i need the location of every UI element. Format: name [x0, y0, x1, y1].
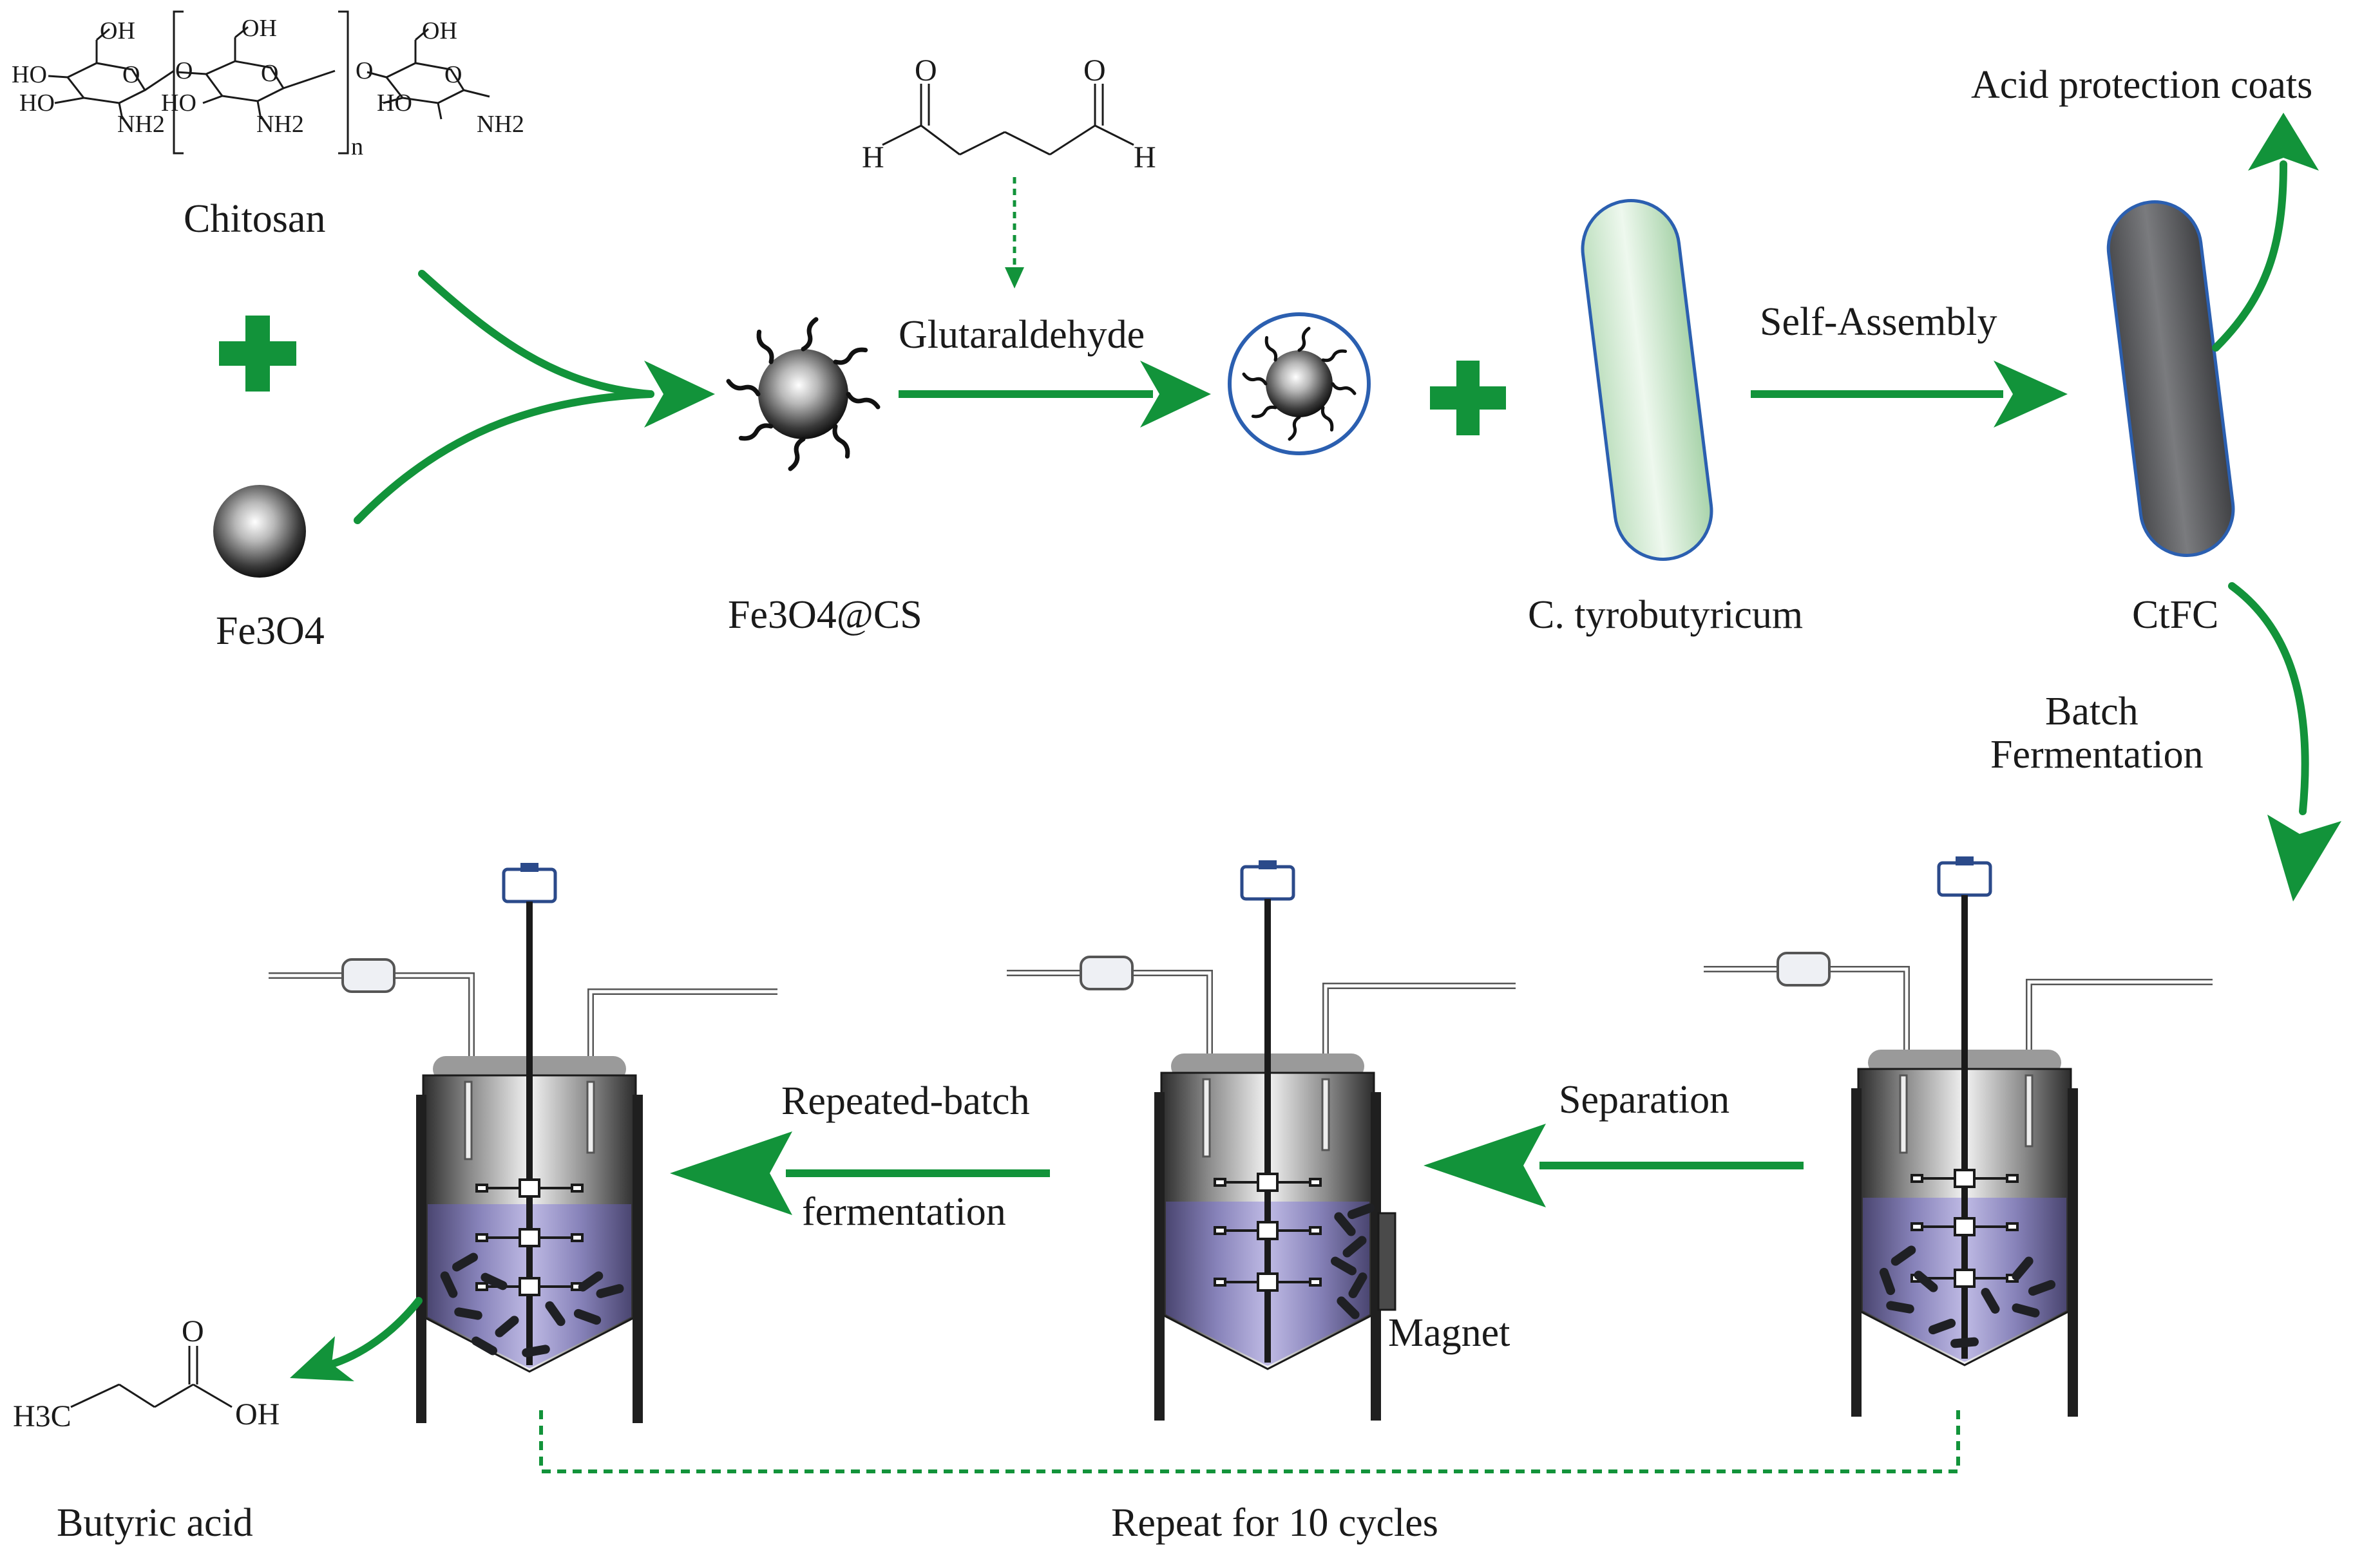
chitosan-nh2-3: NH2 [477, 111, 524, 138]
butyric-acid-label: Butyric acid [57, 1501, 253, 1545]
bioreactor-right-icon [1704, 856, 2213, 1417]
chitosan-atom-labels: OH HO HO O NH2 O OH O HO NH2 n O OH O HO… [12, 15, 524, 160]
merge-arrows [354, 270, 654, 524]
chitosan-oh-3: OH [422, 17, 457, 44]
separation-label: Separation [1559, 1078, 1729, 1122]
magnet-icon [1377, 1212, 1396, 1311]
batch-label-line1: Batch [2045, 690, 2139, 733]
plus-icon [219, 316, 296, 392]
glut-o-right: O [1083, 53, 1106, 88]
fe3o4-cs-particle-icon [729, 319, 878, 469]
merge-arrow-head-icon [644, 361, 715, 428]
coated-cell-icon [2106, 200, 2235, 557]
chitosan-o-link-2: O [356, 57, 373, 84]
fe3o4-label: Fe3O4 [216, 609, 325, 653]
acid-protection-label: Acid protection coats [1971, 63, 2312, 107]
chitosan-o-2: O [261, 60, 278, 87]
chitosan-ho-1: HO [12, 61, 47, 88]
chitosan-o-1: O [122, 61, 140, 88]
chitosan-oh-2: OH [242, 15, 277, 42]
glutaraldehyde-structure [882, 84, 1134, 156]
chitosan-structure [48, 10, 490, 155]
chitosan-ho-3: HO [161, 90, 196, 117]
butyric-o: O [182, 1314, 204, 1348]
butyric-outlet-arrow [325, 1297, 423, 1369]
glut-h-left: H [862, 140, 884, 175]
bioreactor-left-icon [269, 863, 777, 1423]
repeated-batch-label-line2: fermentation [802, 1190, 1006, 1234]
glut-dotted-arrow-head-icon [1005, 267, 1024, 288]
repeated-batch-arrow-head-icon [670, 1131, 792, 1215]
butyric-acid-structure [70, 1346, 233, 1408]
repeated-batch-label-line1: Repeated-batch [781, 1079, 1030, 1123]
plus-icon-2 [1430, 361, 1506, 435]
acid-protection-arrow-head-icon [2248, 113, 2319, 171]
butyric-h3c: H3C [13, 1399, 71, 1433]
fe3o4-cs-label: Fe3O4@CS [728, 593, 922, 637]
batch-fermentation-arrow [2228, 582, 2309, 815]
chitosan-o-3: O [444, 61, 462, 88]
fe3o4-nanoparticle-icon [213, 485, 306, 578]
chitosan-nh2-1: NH2 [117, 111, 165, 138]
self-assembly-arrow-head-icon [1994, 361, 2068, 428]
repeat-cycle-loop [539, 1410, 1960, 1473]
bacterium-icon [1581, 199, 1713, 561]
acid-protection-arrow [2212, 160, 2287, 352]
chitosan-ho-2: HO [19, 90, 55, 117]
glut-h-right: H [1134, 140, 1156, 175]
butyric-outlet-arrow-head-icon [290, 1336, 354, 1381]
chitosan-oh-1: OH [100, 17, 135, 44]
butyric-oh: OH [235, 1397, 280, 1431]
bioreactor-middle-icon [1007, 860, 1516, 1421]
batch-fermentation-arrow-head-icon [2267, 815, 2341, 902]
crosslinked-particle-icon [1228, 312, 1371, 455]
glut-o-left: O [915, 53, 937, 88]
separation-arrow-head-icon [1424, 1124, 1546, 1207]
fermentation-label-line2: Fermentation [1990, 733, 2204, 777]
magnet-label: Magnet [1388, 1311, 1510, 1355]
glutaraldehyde-label: Glutaraldehyde [899, 313, 1145, 357]
chitosan-o-link-1: O [175, 57, 193, 84]
c-tyrobutyricum-label: C. tyrobutyricum [1528, 593, 1803, 637]
repeat-cycles-label: Repeat for 10 cycles [1111, 1501, 1438, 1545]
chitosan-n: n [351, 133, 363, 160]
chitosan-ho-4: HO [377, 90, 412, 117]
self-assembly-label: Self-Assembly [1760, 300, 1997, 344]
chitosan-nh2-2: NH2 [256, 111, 304, 138]
chitosan-label: Chitosan [184, 197, 325, 241]
ctfc-label: CtFC [2132, 593, 2218, 637]
glutaraldehyde-arrow-head-icon [1140, 361, 1211, 428]
